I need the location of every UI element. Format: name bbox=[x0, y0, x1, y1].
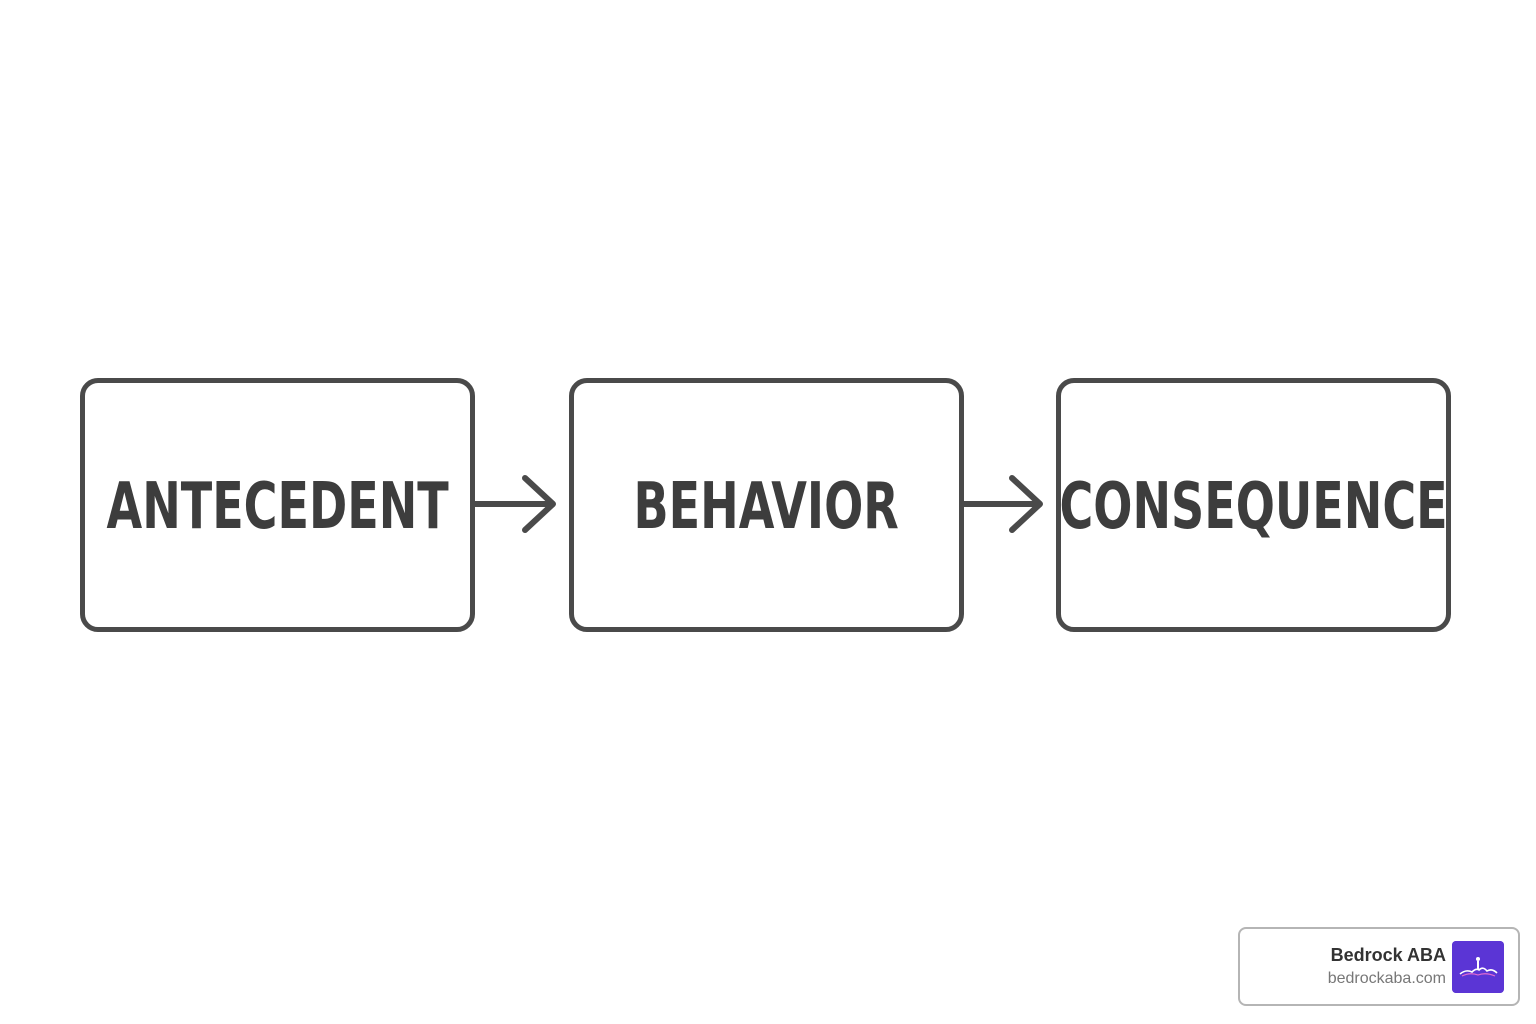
behavior-box: BEHAVIOR bbox=[569, 378, 964, 632]
brand-url[interactable]: bedrockaba.com bbox=[1327, 970, 1446, 987]
behavior-label: BEHAVIOR bbox=[633, 470, 900, 544]
bedrock-logo-icon bbox=[1452, 941, 1504, 993]
consequence-box: CONSEQUENCE bbox=[1056, 378, 1451, 632]
arrow-right-icon bbox=[960, 475, 1043, 533]
antecedent-label: ANTECEDENT bbox=[106, 470, 449, 544]
brand-name: Bedrock ABA bbox=[1330, 945, 1446, 965]
consequence-label: CONSEQUENCE bbox=[1059, 470, 1448, 544]
antecedent-box: ANTECEDENT bbox=[80, 378, 475, 632]
arrow-right-icon bbox=[473, 475, 556, 533]
brand-card[interactable]: Bedrock ABA bedrockaba.com bbox=[1238, 927, 1520, 1006]
